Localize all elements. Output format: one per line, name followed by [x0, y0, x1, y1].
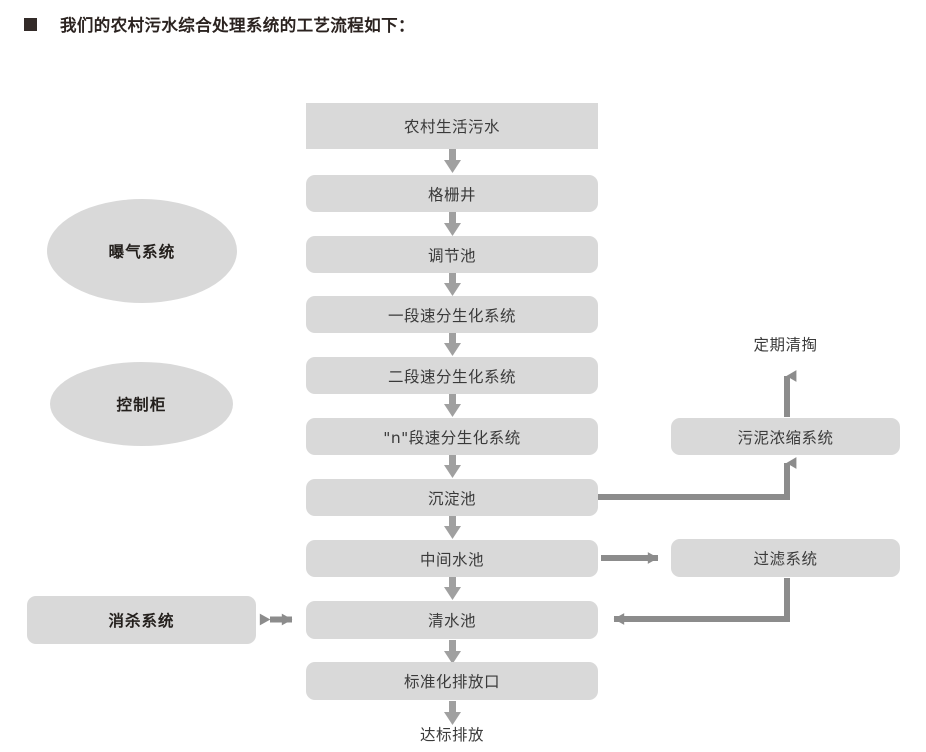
node-bio-stage-n[interactable]: "n"段速分生化系统 [306, 418, 598, 455]
node-sludge-thickening-system[interactable]: 污泥浓缩系统 [671, 418, 900, 455]
node-equalize-label: 调节池 [427, 246, 476, 265]
node-settling-tank-label: 沉淀池 [427, 489, 476, 508]
label-compliant-discharge: 达标排放 [419, 726, 484, 744]
node-clear-water-pool-label: 清水池 [427, 612, 476, 630]
node-bio-stage-n-label: "n"段速分生化系统 [383, 428, 521, 447]
edge-settle-to-sludge [598, 457, 797, 500]
edge-filter-to-clear [613, 578, 790, 625]
node-bio-stage1-label: 一段速分生化系统 [387, 306, 516, 325]
node-aeration-system[interactable]: 曝气系统 [47, 199, 237, 303]
node-settling-tank[interactable]: 沉淀池 [306, 479, 598, 516]
node-disinfection-system-label: 消杀系统 [108, 612, 175, 630]
node-grid-label: 格栅井 [427, 185, 476, 204]
node-bio-stage2-label: 二段速分生化系统 [387, 367, 516, 386]
node-disinfection-system[interactable]: 消杀系统 [27, 596, 256, 644]
node-grid[interactable]: 格栅井 [306, 175, 598, 212]
node-control-cabinet[interactable]: 控制柜 [50, 362, 233, 446]
node-inflow[interactable]: 农村生活污水 [306, 103, 598, 149]
node-inflow-label: 农村生活污水 [403, 118, 500, 136]
node-filtration-system[interactable]: 过滤系统 [671, 539, 900, 577]
node-clear-water-pool[interactable]: 清水池 [306, 601, 598, 639]
node-aeration-system-label: 曝气系统 [108, 243, 176, 261]
node-equalize[interactable]: 调节池 [306, 236, 598, 273]
node-intermediate-pool-label: 中间水池 [419, 550, 484, 569]
node-bio-stage2[interactable]: 二段速分生化系统 [306, 357, 598, 394]
page-header: 我们的农村污水综合处理系统的工艺流程如下： [0, 0, 926, 48]
node-bio-stage1[interactable]: 一段速分生化系统 [306, 296, 598, 333]
node-standard-outlet-label: 标准化排放口 [403, 673, 500, 691]
node-sludge-thickening-system-label: 污泥浓缩系统 [737, 428, 834, 447]
node-standard-outlet[interactable]: 标准化排放口 [306, 662, 598, 700]
label-periodic-cleanout: 定期清掏 [753, 336, 818, 354]
node-control-cabinet-label: 控制柜 [116, 396, 167, 414]
square-bullet-icon [24, 17, 37, 31]
node-filtration-system-label: 过滤系统 [753, 550, 818, 568]
node-intermediate-pool[interactable]: 中间水池 [306, 540, 598, 577]
page-title: 我们的农村污水综合处理系统的工艺流程如下： [60, 16, 415, 35]
